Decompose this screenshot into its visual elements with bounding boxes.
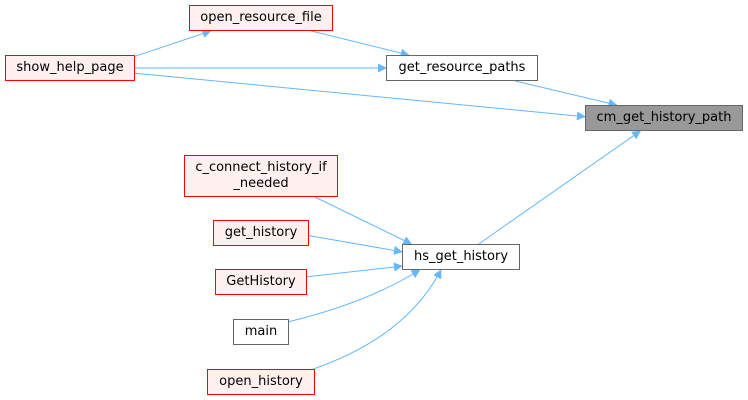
node-cm-get-history-path: cm_get_history_path <box>585 105 743 131</box>
node-label: open_history <box>219 374 303 389</box>
node-label: get_resource_paths <box>398 60 526 75</box>
node-label: c_connect_history_if _needed <box>195 160 327 191</box>
edge-open_history-to-hs_get_history <box>309 269 442 371</box>
node-c-connect-history-if-needed[interactable]: c_connect_history_if _needed <box>184 155 338 197</box>
edge-show_help_page-to-cm_get_history_path <box>134 72 586 121</box>
node-label: open_resource_file <box>200 10 322 25</box>
node-label: cm_get_history_path <box>596 110 732 125</box>
edge-get_history-to-hs_get_history <box>308 235 403 255</box>
edge-show_help_page-to-open_resource_file <box>134 29 212 57</box>
node-label: hs_get_history <box>413 249 509 264</box>
node-gethistory[interactable]: GetHistory <box>215 269 307 295</box>
node-get-resource-paths[interactable]: get_resource_paths <box>386 55 538 81</box>
edge-open_resource_file-to-get_resource_paths <box>311 30 410 58</box>
node-show-help-page[interactable]: show_help_page <box>5 55 135 81</box>
node-open-resource-file[interactable]: open_resource_file <box>189 5 333 31</box>
node-label: main <box>244 324 278 339</box>
edge-GetHistory-to-hs_get_history <box>306 262 403 278</box>
edge-c_connect_history_if_needed-to-hs_get_history <box>314 196 413 245</box>
node-label: GetHistory <box>226 274 296 289</box>
edge-hs_get_history-to-cm_get_history_path <box>478 130 642 245</box>
node-get-history[interactable]: get_history <box>213 220 309 246</box>
node-label: get_history <box>224 225 298 240</box>
edge-get_resource_paths-to-cm_get_history_path <box>515 80 618 108</box>
node-main[interactable]: main <box>233 319 289 345</box>
node-open-history[interactable]: open_history <box>207 369 315 395</box>
node-hs-get-history[interactable]: hs_get_history <box>402 244 520 270</box>
node-label: show_help_page <box>16 60 124 75</box>
edge-main-to-hs_get_history <box>288 269 421 323</box>
